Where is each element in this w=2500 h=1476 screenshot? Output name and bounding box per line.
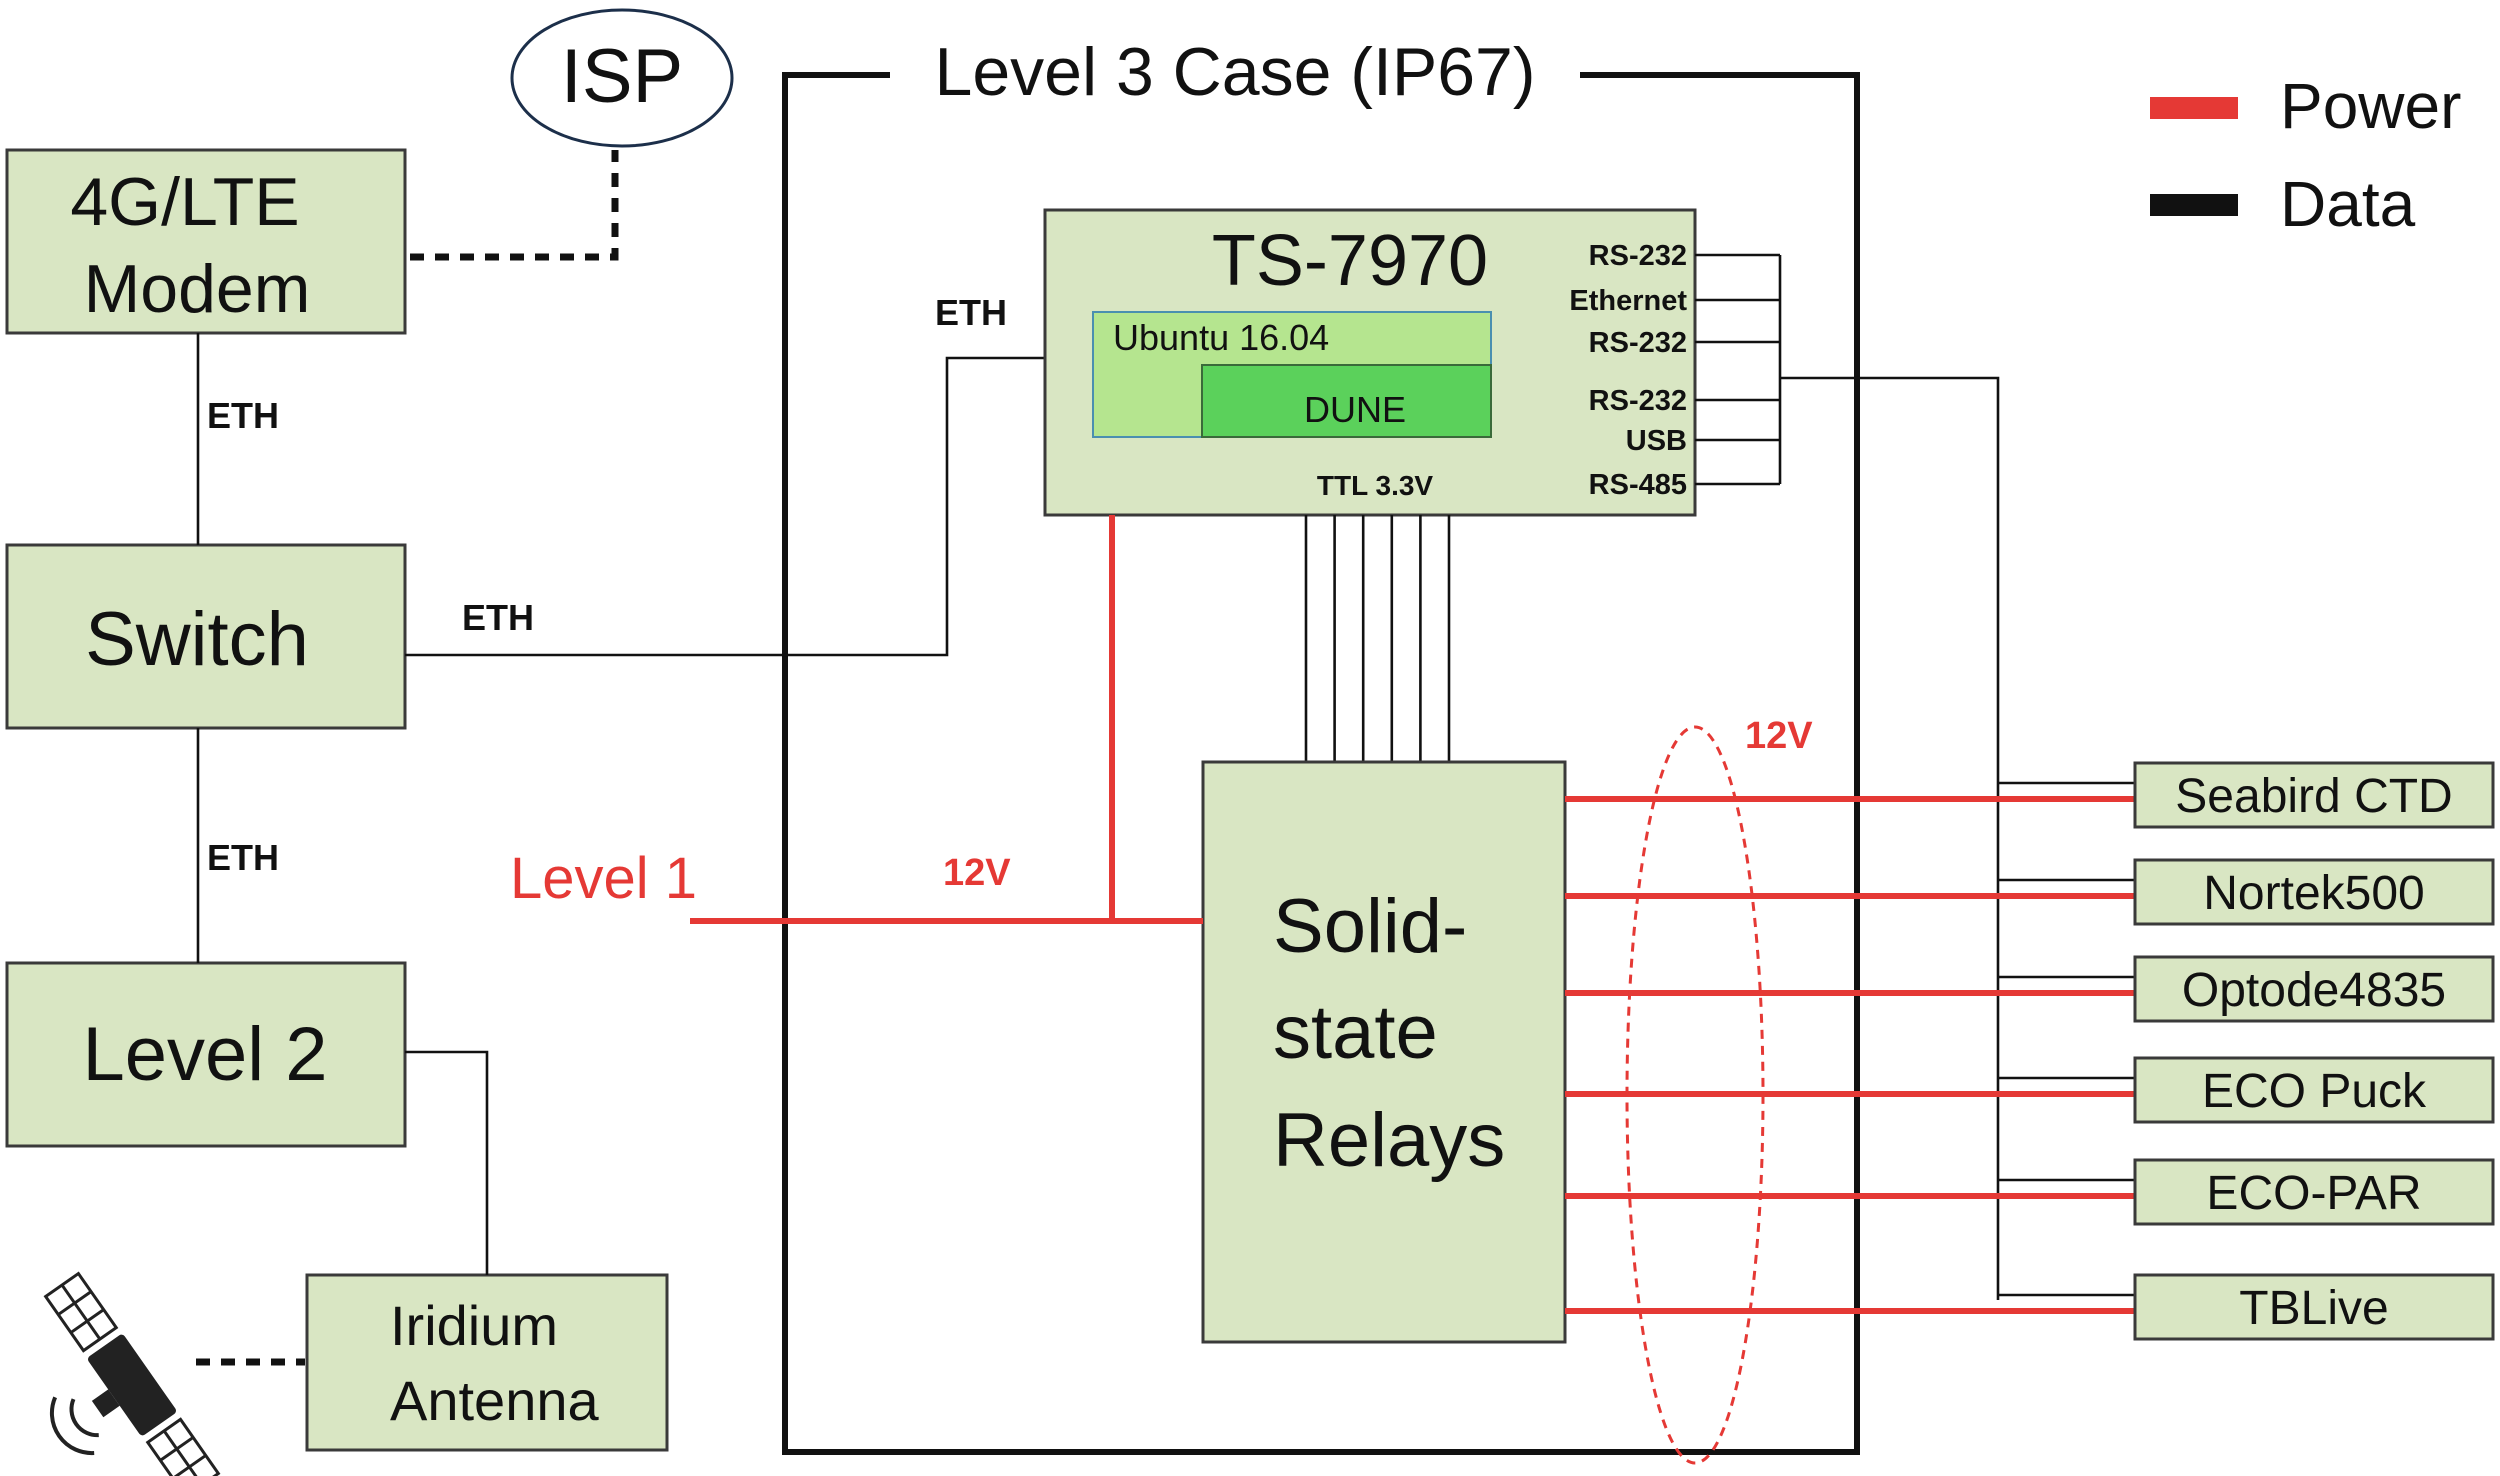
level3-case-outline [782,72,1860,1455]
v12-label-bundle: 12V [1745,715,1813,757]
ts-sensor-trunk [1780,376,2000,1300]
sensor-box [2133,1056,2495,1124]
iridium-label-1: Iridium [390,1294,558,1357]
ubuntu-label: Ubuntu 16.04 [1113,317,1329,358]
switch-box [5,543,407,730]
ts-port-label: USB [1626,425,1687,457]
sensor-label: Optode4835 [2182,964,2446,1017]
ts-port-label: Ethernet [1569,285,1687,317]
sensor-box [2133,761,2495,829]
v12-label-level1: 12V [943,852,1011,894]
ts-port-bus [1695,253,2000,1300]
ttl-label: TTL 3.3V [1317,470,1434,501]
sensor-box [2133,955,2495,1023]
relays-box [1201,760,1567,1344]
level1-label: Level 1 [510,846,697,911]
sensor-label: ECO-PAR [2206,1167,2421,1220]
sensor-box [2133,1158,2495,1226]
dune-box [1201,364,1492,438]
modem-label-2: Modem [84,251,311,327]
eth-label-ts: ETH [935,292,1007,333]
relays-label-3: Relays [1273,1098,1505,1183]
case-title: Level 3 Case (IP67) [935,34,1536,110]
level2-box [5,961,407,1148]
ts-port-label: RS-232 [1589,240,1687,272]
modem-isp-link [410,150,619,261]
ts-port-label: RS-485 [1589,469,1687,501]
sensor-box [2133,858,2495,926]
dune-label: DUNE [1304,389,1406,430]
switch-ts-link [405,356,1047,657]
sensor-label: Nortek500 [2203,867,2424,920]
satellite-icon [43,1271,221,1476]
eth-label-modem-switch: ETH [207,395,279,436]
isp-label: ISP [561,34,684,119]
sensor-power-lines [1565,796,2135,1314]
sensor-label: ECO Puck [2202,1065,2427,1118]
ts-port-label: RS-232 [1589,385,1687,417]
modem-label-1: 4G/LTE [70,164,299,240]
isp-node [510,8,734,148]
ts-port-label: RS-232 [1589,327,1687,359]
sensor-data-lines [1998,781,2135,1297]
iridium-label-2: Antenna [390,1369,599,1432]
v12-bundle-ellipse [1625,725,1765,1465]
iridium-box [305,1273,669,1452]
relays-label-2: state [1273,990,1438,1075]
modem-box [5,148,407,335]
relays-label-1: Solid- [1273,884,1467,969]
legend: Power Data [2150,70,2461,240]
ttl-lines [1304,515,1451,762]
eth-label-switch: ETH [462,597,534,638]
legend-data-label: Data [2280,168,2416,240]
sensor-label: TBLive [2239,1282,2388,1335]
legend-power-label: Power [2280,70,2461,142]
level2-label: Level 2 [82,1012,327,1097]
level2-iridium-link [405,1050,489,1275]
sensor-box [2133,1273,2495,1341]
ts7970-title: TS-7970 [1212,221,1488,301]
switch-label: Switch [85,597,309,682]
sensor-label: Seabird CTD [2175,770,2452,823]
eth-label-switch-level2: ETH [207,837,279,878]
